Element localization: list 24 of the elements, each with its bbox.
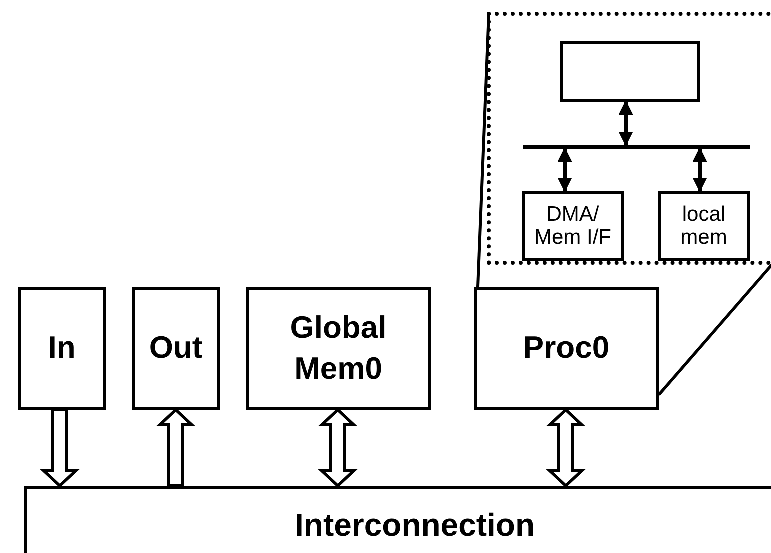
module-box bbox=[18, 287, 106, 410]
arrow bbox=[618, 100, 634, 146]
arrow bbox=[692, 148, 708, 192]
zoom-line bbox=[658, 264, 771, 396]
box-label: Global Mem0 bbox=[289, 309, 388, 388]
component-box bbox=[522, 191, 624, 261]
box-label: DMA/ Mem I/F bbox=[534, 202, 612, 250]
block-arrow bbox=[156, 408, 196, 488]
block-box bbox=[560, 41, 700, 102]
block-arrow bbox=[40, 408, 80, 488]
module-box bbox=[474, 287, 659, 410]
component-box bbox=[658, 191, 750, 261]
box-label: Out bbox=[149, 329, 203, 368]
block-arrow bbox=[546, 408, 586, 488]
module-box bbox=[246, 287, 431, 410]
zoom-frame bbox=[487, 12, 771, 265]
arrow bbox=[558, 148, 572, 192]
box-label: Interconnection bbox=[295, 506, 536, 545]
block-arrow bbox=[318, 408, 358, 488]
box-label: In bbox=[48, 329, 76, 368]
zoom-line bbox=[476, 14, 490, 288]
box-label: Proc0 bbox=[523, 329, 610, 368]
box-label: local mem bbox=[680, 202, 728, 250]
module-box bbox=[132, 287, 220, 410]
